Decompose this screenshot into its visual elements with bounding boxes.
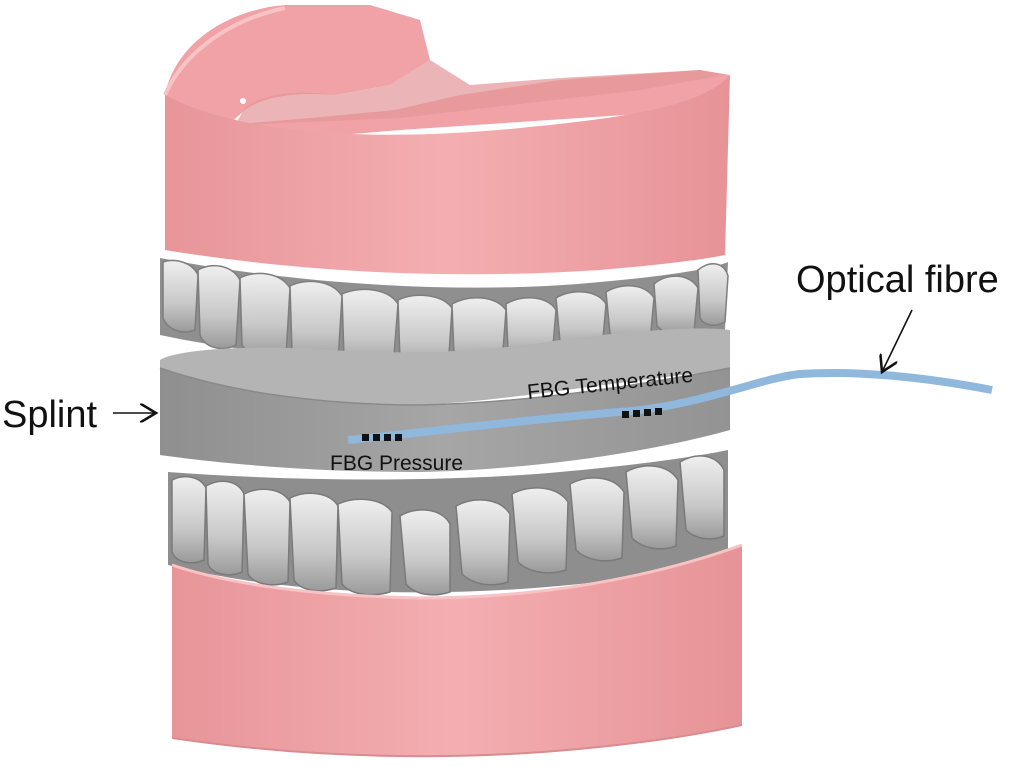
upper-gum [163, 5, 730, 275]
fbg-temperature-grating [622, 408, 662, 418]
optical-fibre-line [347, 368, 993, 444]
lower-teeth [168, 450, 728, 596]
splint [159, 328, 731, 472]
lower-gum [171, 543, 743, 758]
splint-label: Splint [2, 394, 97, 436]
arrow-icon [882, 309, 913, 372]
fbg-pressure-grating [362, 434, 402, 441]
optical-fibre-label: Optical fibre [796, 259, 999, 301]
fbg-pressure-label: FBG Pressure [330, 452, 463, 475]
